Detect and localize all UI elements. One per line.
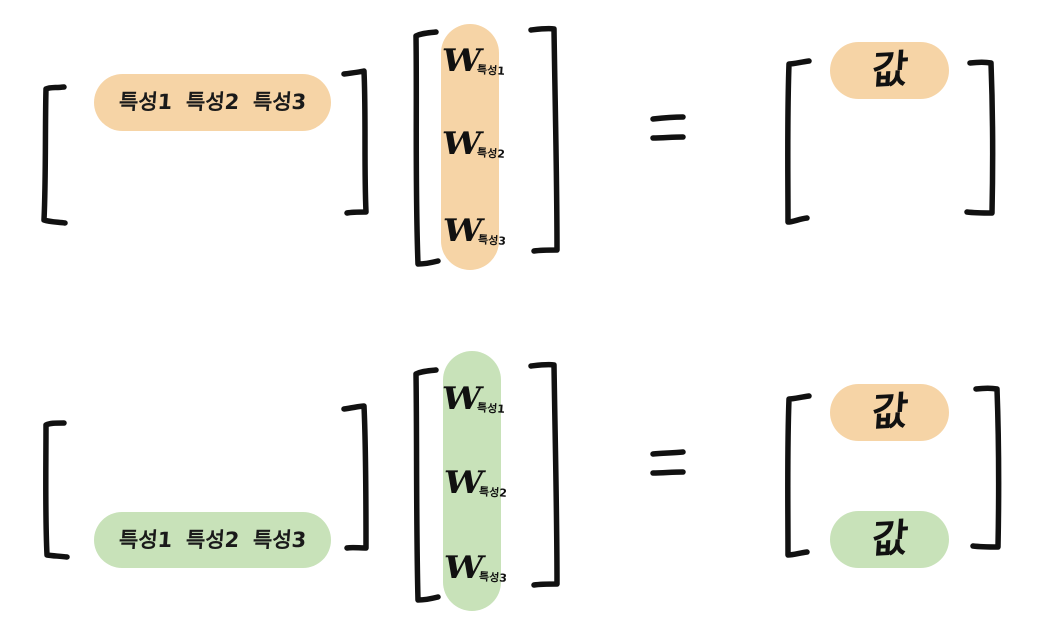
weight-label: W 특성3 bbox=[439, 213, 507, 249]
value-label: 값 bbox=[869, 47, 910, 94]
value-label: 값 bbox=[869, 389, 910, 436]
weight-label: W 특성2 bbox=[438, 126, 506, 162]
bottom-value-pill-1: 값 bbox=[830, 384, 949, 441]
feature-label: 특성3 bbox=[252, 90, 307, 114]
feature-label: 특성3 bbox=[252, 527, 307, 552]
bottom-weight-column: W 특성1 W 특성2 W 특성3 bbox=[439, 351, 507, 611]
feature-label: 특성1 bbox=[118, 90, 173, 114]
right-bracket-icon bbox=[339, 401, 370, 552]
left-bracket-icon bbox=[782, 56, 815, 228]
feature-label: 특성2 bbox=[185, 90, 240, 114]
left-bracket-icon bbox=[40, 418, 74, 560]
value-label: 값 bbox=[869, 516, 910, 563]
right-bracket-icon bbox=[968, 384, 1004, 554]
weight-label: W 특성1 bbox=[438, 381, 506, 417]
top-weight-column: W 특성1 W 특성2 W 특성3 bbox=[439, 24, 506, 270]
feature-label: 특성1 bbox=[118, 527, 173, 552]
right-bracket-icon bbox=[339, 67, 370, 216]
bottom-feature-row: 특성1 특성2 특성3 bbox=[94, 512, 331, 568]
weight-label: W 특성3 bbox=[440, 550, 508, 586]
left-bracket-icon bbox=[409, 366, 445, 604]
equals-icon bbox=[650, 114, 686, 142]
right-bracket-icon bbox=[526, 360, 562, 588]
left-bracket-icon bbox=[409, 28, 445, 268]
equals-icon bbox=[650, 449, 686, 477]
top-feature-row: 특성1 특성2 특성3 bbox=[94, 74, 331, 131]
top-value-pill: 값 bbox=[830, 42, 949, 99]
feature-label: 특성2 bbox=[185, 527, 240, 552]
bottom-value-pill-2: 값 bbox=[830, 511, 949, 568]
right-bracket-icon bbox=[526, 24, 562, 254]
left-bracket-icon bbox=[782, 391, 815, 561]
right-bracket-icon bbox=[962, 58, 998, 219]
weight-label: W 특성2 bbox=[440, 465, 508, 501]
weight-label: W 특성1 bbox=[438, 43, 506, 79]
left-bracket-icon bbox=[40, 82, 74, 226]
